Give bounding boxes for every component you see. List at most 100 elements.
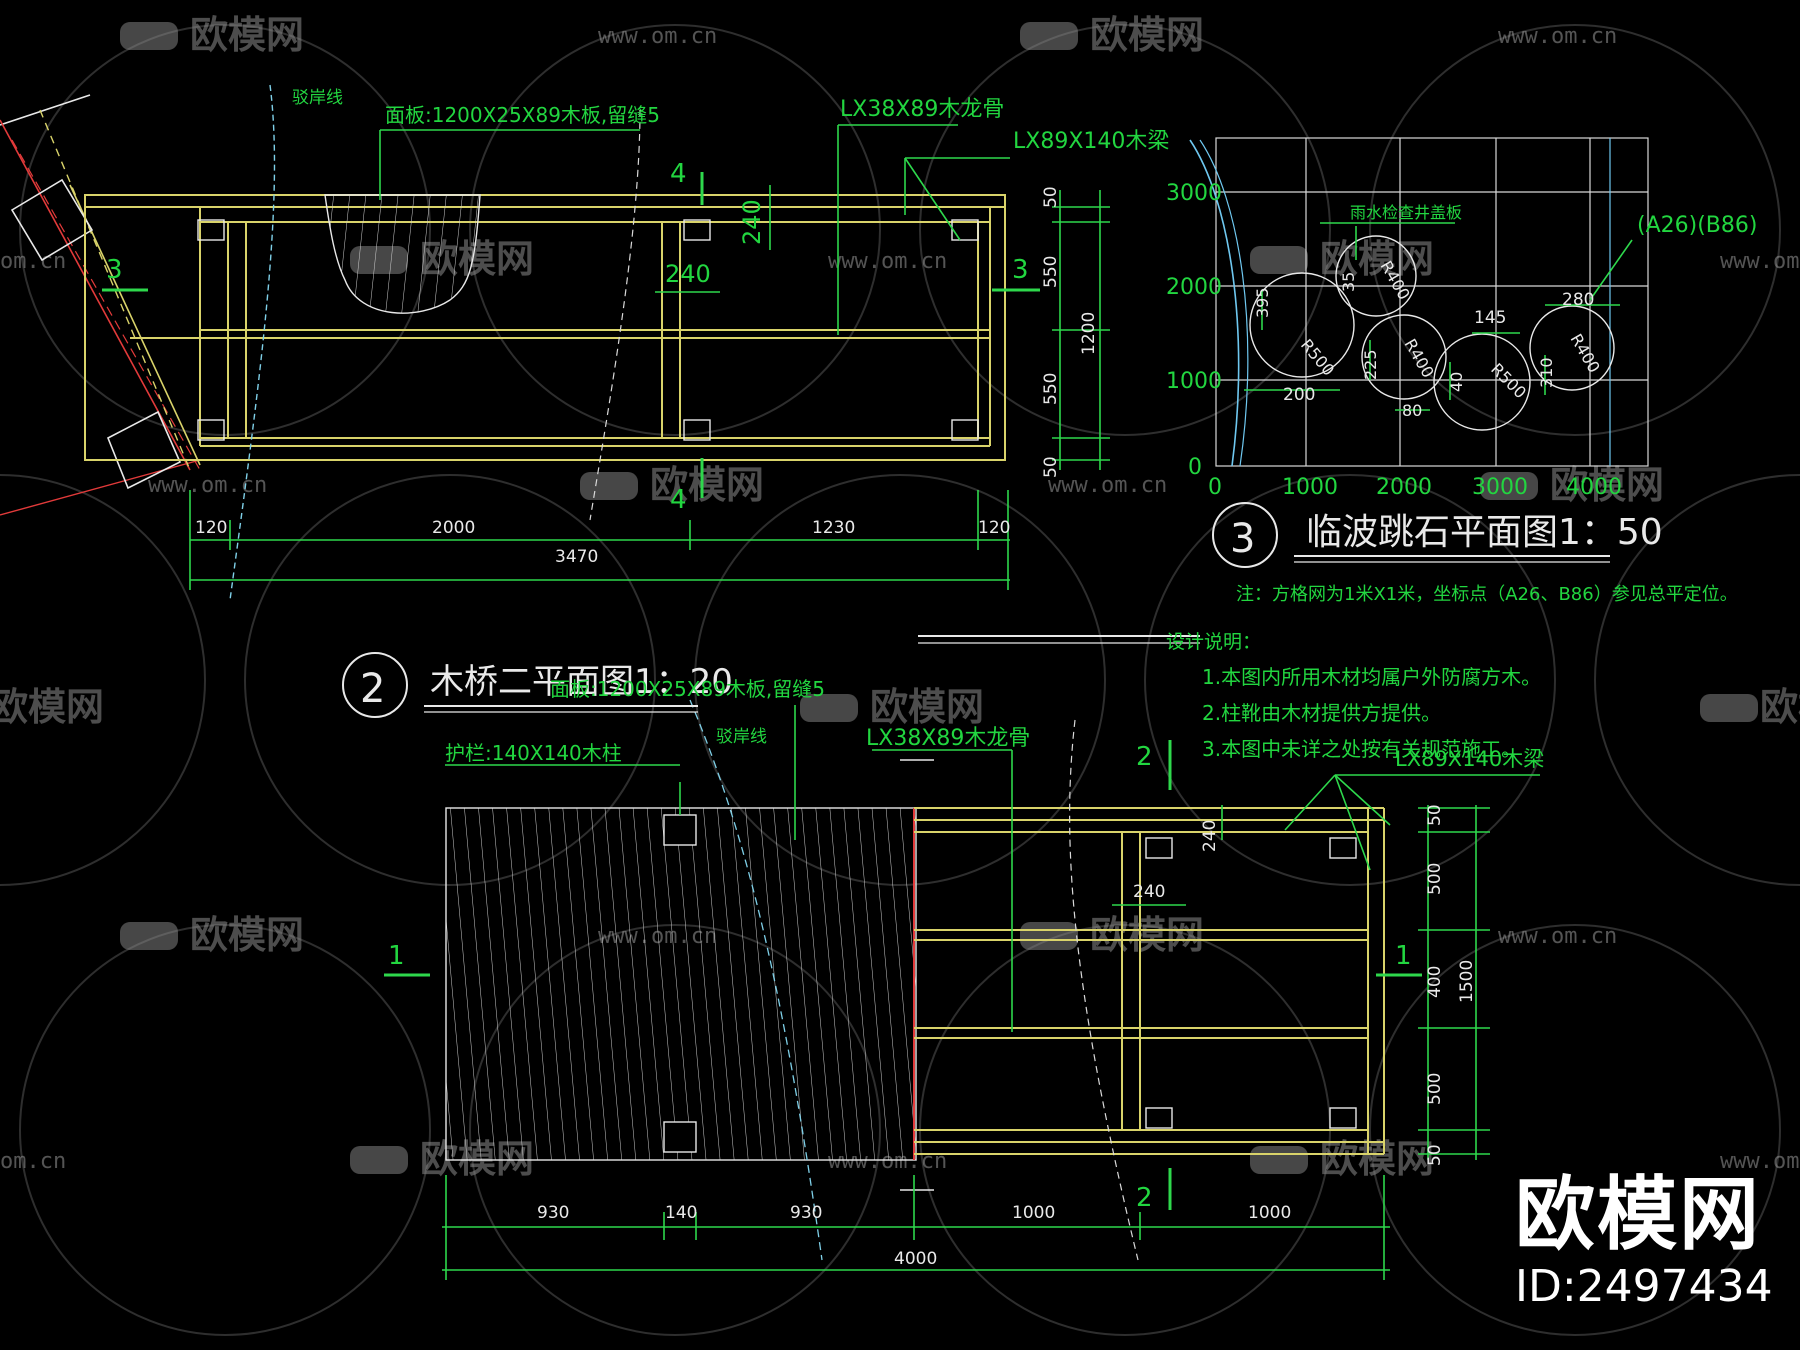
deck-board-hatch: [324, 194, 481, 314]
watermark-url: www.om.cn: [1498, 924, 1617, 949]
dim-240-horizontal: 240: [1133, 882, 1165, 902]
dim-400: 400: [1425, 966, 1445, 998]
watermark-url: www.om.cn: [828, 249, 947, 274]
watermark-logo: 欧模网: [1320, 237, 1434, 281]
deck-frame: [914, 807, 1385, 1155]
section-mark-2-bottom: 2: [1136, 1183, 1153, 1213]
brand-watermark: 欧模网 ID:2497434: [1515, 1170, 1773, 1314]
coordinate-point-label: (A26)(B86): [1637, 213, 1757, 238]
watermark-url-fragment: om.cn: [0, 249, 66, 274]
dim-310: 310: [1537, 357, 1556, 388]
dim-4000: 4000: [894, 1249, 937, 1269]
dim-1000-a: 1000: [1012, 1203, 1055, 1223]
section-mark-3-right: 3: [1012, 255, 1029, 285]
y-tick-3000: 3000: [1166, 181, 1222, 206]
stone-r400-b: [1361, 314, 1447, 400]
dim-930-a: 930: [537, 1203, 569, 1223]
dim-120-left: 120: [195, 518, 227, 538]
stone-r400-a: [1335, 235, 1417, 317]
watermark-url: www.om.cn: [1048, 473, 1167, 498]
x-tick-1000: 1000: [1282, 475, 1338, 500]
drawing-2-bridge-plan: [384, 699, 1540, 1280]
dim-500-a: 500: [1425, 863, 1445, 895]
design-notes-heading: 设计说明：: [1166, 631, 1261, 653]
dim-550-a: 550: [1041, 256, 1061, 288]
deck-outline: [84, 194, 1006, 461]
post-shoes: [1145, 837, 1357, 1129]
dim-40: 40: [1447, 372, 1466, 392]
joist-label: LX38X89木龙骨: [840, 97, 1004, 122]
watermark-logo: 欧模网: [1320, 1137, 1434, 1181]
y-tick-2000: 2000: [1166, 275, 1222, 300]
watermark-logo: 欧模网: [1090, 913, 1204, 957]
watermark-url: www.om.cn: [148, 473, 267, 498]
watermark-logo: 欧模网: [190, 913, 304, 957]
watermark-url: www.om.cn: [1498, 24, 1617, 49]
deck-board-label: 面板:1200X25X89木板,留缝5: [550, 677, 825, 701]
section-mark-1-right: 1: [1395, 941, 1412, 971]
x-tick-4000: 4000: [1566, 475, 1622, 500]
section-mark-1-left: 1: [388, 941, 405, 971]
joist-label: LX38X89木龙骨: [866, 726, 1030, 751]
stone-r400-c: [1529, 305, 1615, 391]
rail-post-label: 护栏:140X140木柱: [445, 741, 622, 765]
post-shoes: [197, 219, 979, 441]
dim-225: 225: [1361, 349, 1380, 380]
drawing-3-stepping-stones: [1189, 137, 1649, 467]
watermark-logo: 欧模网: [1550, 463, 1664, 507]
beam-label: LX89X140木梁: [1013, 129, 1169, 154]
dim-550-b: 550: [1041, 373, 1061, 405]
watermark-url: www.om.cn: [1720, 249, 1800, 274]
drawing-3-title: 临波跳石平面图1：50: [1306, 512, 1663, 553]
dim-145: 145: [1474, 308, 1506, 328]
dim-240-vertical: 240: [738, 199, 766, 245]
abutment-left: [0, 94, 201, 516]
stone-r500-a-label: R500: [1297, 335, 1338, 379]
dim-1230: 1230: [812, 518, 855, 538]
watermark-url: www.om.cn: [598, 24, 717, 49]
dim-120-right: 120: [978, 518, 1010, 538]
dim-140: 140: [665, 1203, 697, 1223]
watermark-logo: 欧模网: [190, 13, 304, 57]
drawing-3-title-block: 3 临波跳石平面图1：50 注：方格网为1米X1米，坐标点（A26、B86）参见…: [1212, 502, 1738, 605]
y-tick-0: 0: [1188, 455, 1202, 480]
dim-930-b: 930: [790, 1203, 822, 1223]
brand-id: ID:2497434: [1515, 1261, 1773, 1312]
watermark-url-fragment: om.cn: [0, 1149, 66, 1174]
deck-board-hatch: [445, 807, 917, 1161]
y-tick-1000: 1000: [1166, 369, 1222, 394]
dim-3470: 3470: [555, 547, 598, 567]
drawing-2-number: 2: [360, 666, 385, 712]
dim-395: 395: [1253, 287, 1272, 318]
watermark-logo-fragment: 欧模网: [1760, 685, 1800, 729]
watermark-url: www.om.cn: [1720, 1149, 1800, 1174]
x-tick-2000: 2000: [1376, 475, 1432, 500]
dim-80: 80: [1402, 401, 1422, 420]
stone-r500-a: [1249, 272, 1355, 378]
design-note-2: 2.柱靴由木材提供方提供。: [1202, 701, 1441, 725]
drawing-3-labels: 雨水检查井盖板 (A26)(B86) 3000 2000 1000 0 0 10…: [1166, 181, 1757, 500]
dim-50-top: 50: [1425, 804, 1445, 826]
dim-240-vertical: 240: [1200, 820, 1220, 852]
drawing-3-number: 3: [1230, 516, 1255, 562]
x-tick-3000: 3000: [1472, 475, 1528, 500]
dim-2000: 2000: [432, 518, 475, 538]
grid: [1215, 137, 1649, 467]
section-mark-3-left: 3: [106, 255, 123, 285]
watermark-logo: 欧模网: [650, 463, 764, 507]
grid-note: 注：方格网为1米X1米，坐标点（A26、B86）参见总平定位。: [1236, 584, 1738, 605]
watermark-logo: 欧模网: [1090, 13, 1204, 57]
dim-1000-b: 1000: [1248, 1203, 1291, 1223]
section-mark-4-bottom: 4: [670, 485, 687, 515]
section-mark-2-top: 2: [1136, 742, 1153, 772]
dim-240-horizontal: 240: [665, 260, 711, 288]
dim-200: 200: [1283, 385, 1315, 405]
design-note-3: 3.本图中未详之处按有关规范施工。: [1202, 737, 1521, 761]
drawing-2-title: 木桥二平面图1：20: [430, 662, 733, 702]
section-mark-4-top: 4: [670, 159, 687, 189]
stone-r400-b-label: R400: [1401, 336, 1438, 382]
watermark-logo-fragment: 欧模网: [0, 685, 104, 729]
drawing-1-bridge-plan: [0, 84, 1110, 601]
revetment-label: 驳岸线: [292, 88, 343, 108]
